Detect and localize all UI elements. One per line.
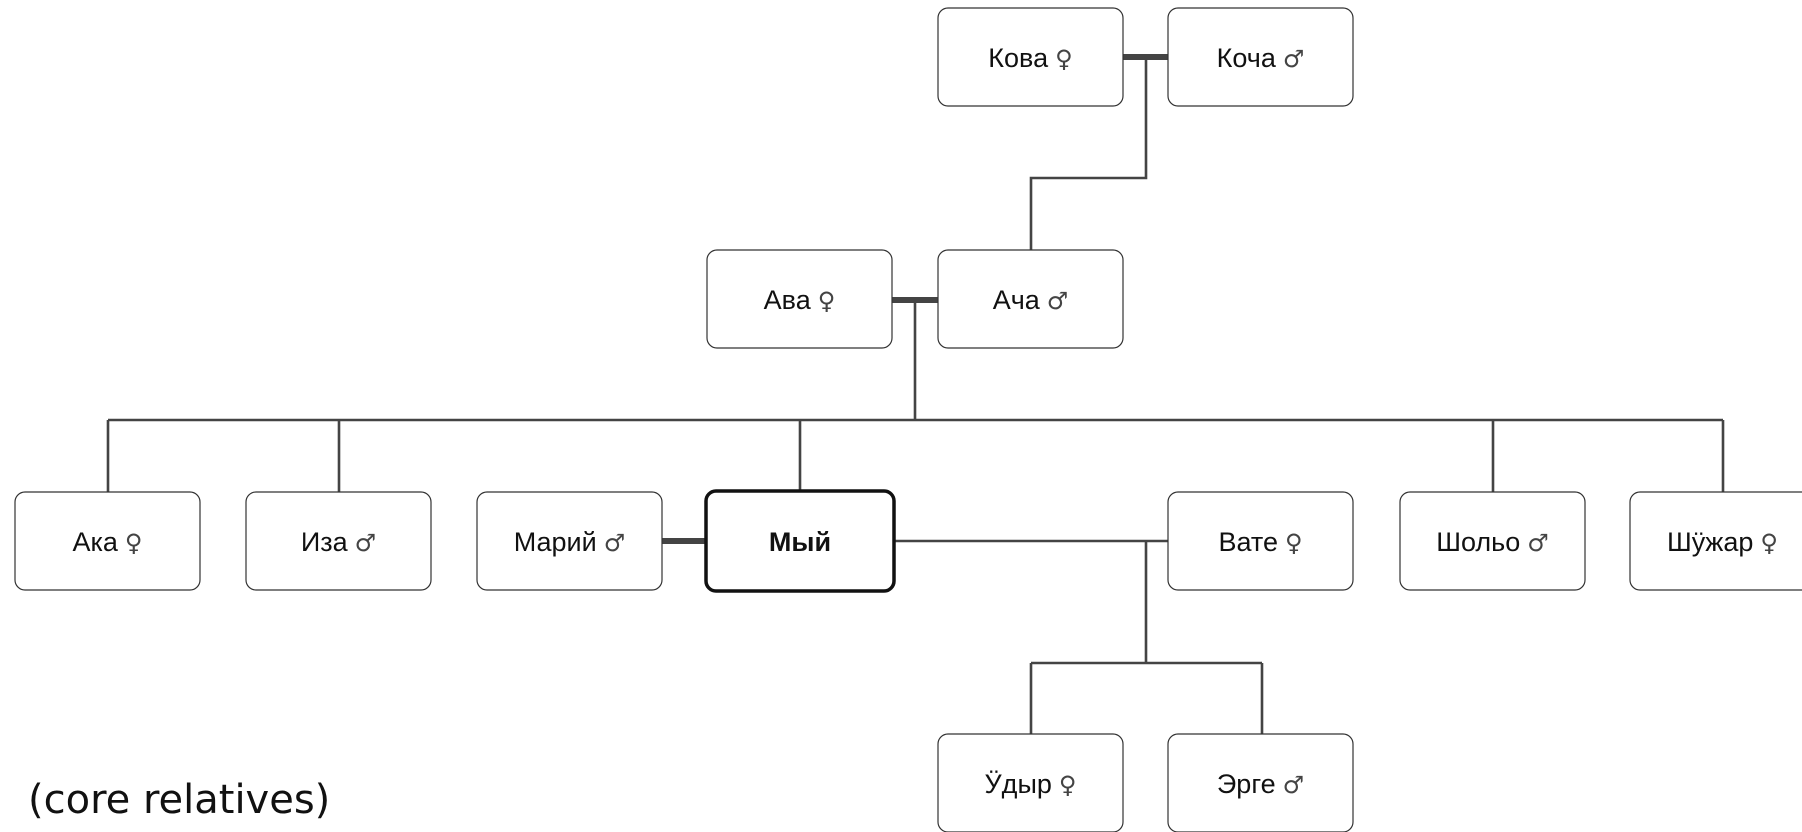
person-box <box>937 7 1124 107</box>
diagram-caption: (core relatives) <box>28 777 331 823</box>
person-box <box>937 733 1124 832</box>
person-box <box>706 249 893 349</box>
svg-text:Коча♂: Коча♂ <box>1217 43 1305 73</box>
person-acha[interactable]: Ача♂ <box>937 249 1124 349</box>
male-symbol-icon: ♂ <box>604 529 626 557</box>
person-name: Шольо <box>1436 527 1520 557</box>
person-kocha[interactable]: Коча♂ <box>1167 7 1354 107</box>
person-box <box>476 491 663 591</box>
person-erge[interactable]: Эрге♂ <box>1167 733 1354 832</box>
person-sholyo[interactable]: Шольо♂ <box>1399 491 1586 591</box>
female-symbol-icon: ♀ <box>1760 529 1778 557</box>
person-myy-self[interactable]: Мый <box>704 489 896 593</box>
person-box <box>1399 491 1586 591</box>
person-box-highlighted <box>704 489 896 593</box>
person-vate[interactable]: Вате♀ <box>1167 491 1354 591</box>
person-name: Коча <box>1217 43 1277 73</box>
svg-text:Мый: Мый <box>769 527 831 557</box>
person-box <box>14 491 201 591</box>
male-symbol-icon: ♂ <box>1527 529 1549 557</box>
svg-text:Вате♀: Вате♀ <box>1218 527 1302 557</box>
svg-text:Шӱжар♀: Шӱжар♀ <box>1667 527 1778 557</box>
person-name: Кова <box>988 43 1049 73</box>
person-box <box>1167 7 1354 107</box>
person-name: Ача <box>993 285 1041 315</box>
svg-text:Ава♀: Ава♀ <box>764 285 836 315</box>
person-name: Ава <box>764 285 812 315</box>
svg-text:Ӱдыр♀: Ӱдыр♀ <box>985 769 1077 799</box>
person-name: Марий <box>514 527 597 557</box>
male-symbol-icon: ♂ <box>1283 45 1305 73</box>
descent-line-siblings <box>106 300 1725 492</box>
person-udyr[interactable]: Ӱдыр♀ <box>937 733 1124 832</box>
svg-text:Марий♂: Марий♂ <box>514 527 626 557</box>
female-symbol-icon: ♀ <box>1285 529 1303 557</box>
svg-text:Ача♂: Ача♂ <box>993 285 1069 315</box>
person-box <box>1167 733 1354 832</box>
male-symbol-icon: ♂ <box>1047 287 1069 315</box>
svg-text:Иза♂: Иза♂ <box>301 527 376 557</box>
person-aka[interactable]: Ака♀ <box>14 491 201 591</box>
male-symbol-icon: ♂ <box>355 529 377 557</box>
descent-line-children <box>1029 541 1264 734</box>
connectors <box>106 54 1725 734</box>
person-ava[interactable]: Ава♀ <box>706 249 893 349</box>
person-name: Ака <box>72 527 118 557</box>
descent-line-acha <box>1029 57 1148 250</box>
person-shuzhar[interactable]: Шӱжар♀ <box>1629 491 1802 591</box>
person-name: Шӱжар <box>1667 527 1753 557</box>
female-symbol-icon: ♀ <box>1059 771 1077 799</box>
person-box <box>1167 491 1354 591</box>
male-symbol-icon: ♂ <box>1283 771 1305 799</box>
person-iza[interactable]: Иза♂ <box>245 491 432 591</box>
person-box <box>1629 491 1802 591</box>
female-symbol-icon: ♀ <box>125 529 143 557</box>
person-kova[interactable]: Кова♀ <box>937 7 1124 107</box>
svg-text:Шольо♂: Шольо♂ <box>1436 527 1549 557</box>
person-name: Мый <box>769 527 831 557</box>
svg-text:Эрге♂: Эрге♂ <box>1217 769 1304 799</box>
person-mariy[interactable]: Марий♂ <box>476 491 663 591</box>
person-box <box>937 249 1124 349</box>
person-name: Вате <box>1218 527 1278 557</box>
female-symbol-icon: ♀ <box>1055 45 1073 73</box>
person-name: Эрге <box>1217 769 1276 799</box>
person-box <box>245 491 432 591</box>
person-name: Ӱдыр <box>985 769 1052 799</box>
person-name: Иза <box>301 527 349 557</box>
svg-text:Ака♀: Ака♀ <box>72 527 142 557</box>
svg-text:Кова♀: Кова♀ <box>988 43 1072 73</box>
female-symbol-icon: ♀ <box>818 287 836 315</box>
